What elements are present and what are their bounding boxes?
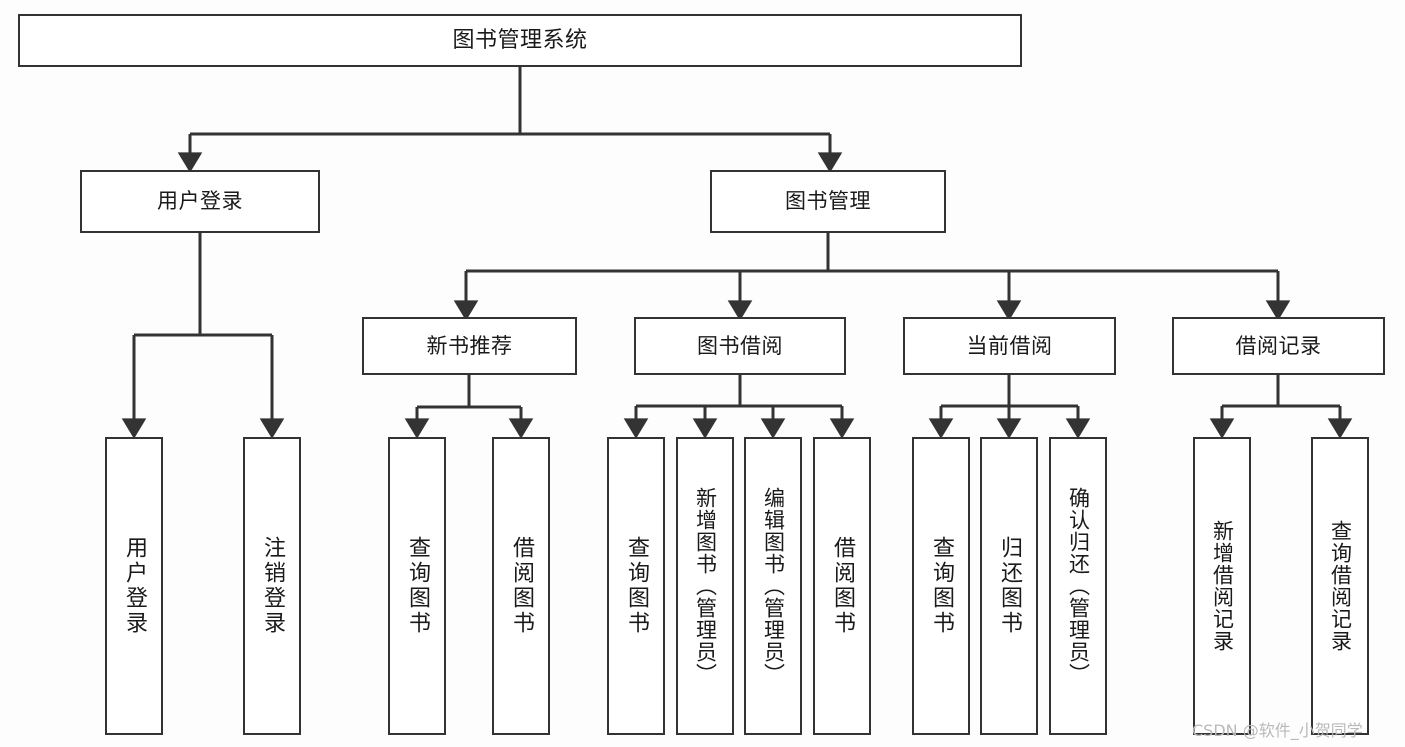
leaf-current-confirm-return-admin[interactable]: 确认归还（管理员）: [1049, 437, 1107, 735]
node-book-management[interactable]: 图书管理: [710, 170, 946, 233]
node-label: 查询图书: [624, 536, 649, 636]
node-label: 用户登录: [122, 536, 147, 636]
leaf-recommend-borrow-book[interactable]: 借阅图书: [492, 437, 550, 735]
leaf-current-query-book[interactable]: 查询图书: [912, 437, 970, 735]
node-label: 新增图书（管理员）: [693, 487, 718, 685]
node-label: 查询图书: [405, 536, 430, 636]
node-label: 借阅记录: [1235, 333, 1322, 358]
node-label: 借阅图书: [509, 536, 534, 636]
node-label: 新增借阅记录: [1210, 520, 1235, 652]
leaf-record-query-borrow-record[interactable]: 查询借阅记录: [1311, 437, 1369, 735]
leaf-borrow-add-book-admin[interactable]: 新增图书（管理员）: [676, 437, 734, 735]
node-label: 注销登录: [260, 536, 285, 636]
node-label: 归还图书: [997, 536, 1022, 636]
node-label: 图书管理: [785, 189, 871, 214]
node-new-book-recommend[interactable]: 新书推荐: [362, 317, 577, 375]
node-label: 借阅图书: [830, 536, 855, 636]
node-label: 用户登录: [157, 189, 243, 214]
node-label: 新书推荐: [426, 333, 513, 358]
leaf-borrow-borrow-book[interactable]: 借阅图书: [813, 437, 871, 735]
leaf-current-return-book[interactable]: 归还图书: [980, 437, 1038, 735]
node-label: 确认归还（管理员）: [1066, 487, 1091, 685]
node-user-login[interactable]: 用户登录: [80, 170, 320, 233]
leaf-recommend-query-book[interactable]: 查询图书: [388, 437, 446, 735]
leaf-user-login[interactable]: 用户登录: [105, 437, 163, 735]
node-label: 查询图书: [929, 536, 954, 636]
node-label: 查询借阅记录: [1328, 520, 1353, 652]
node-label: 当前借阅: [966, 333, 1053, 358]
node-root-system[interactable]: 图书管理系统: [18, 14, 1022, 67]
leaf-borrow-query-book[interactable]: 查询图书: [607, 437, 665, 735]
node-borrow-record[interactable]: 借阅记录: [1172, 317, 1385, 375]
node-label: 图书借阅: [697, 333, 783, 358]
node-book-borrow[interactable]: 图书借阅: [634, 317, 846, 375]
node-label: 图书管理系统: [452, 27, 588, 53]
leaf-record-add-borrow-record[interactable]: 新增借阅记录: [1193, 437, 1251, 735]
node-current-borrow[interactable]: 当前借阅: [903, 317, 1116, 375]
node-label: 编辑图书（管理员）: [761, 487, 786, 685]
leaf-borrow-edit-book-admin[interactable]: 编辑图书（管理员）: [744, 437, 802, 735]
leaf-user-logout[interactable]: 注销登录: [243, 437, 301, 735]
watermark-text: CSDN @软件_小贺同学: [1192, 721, 1363, 740]
